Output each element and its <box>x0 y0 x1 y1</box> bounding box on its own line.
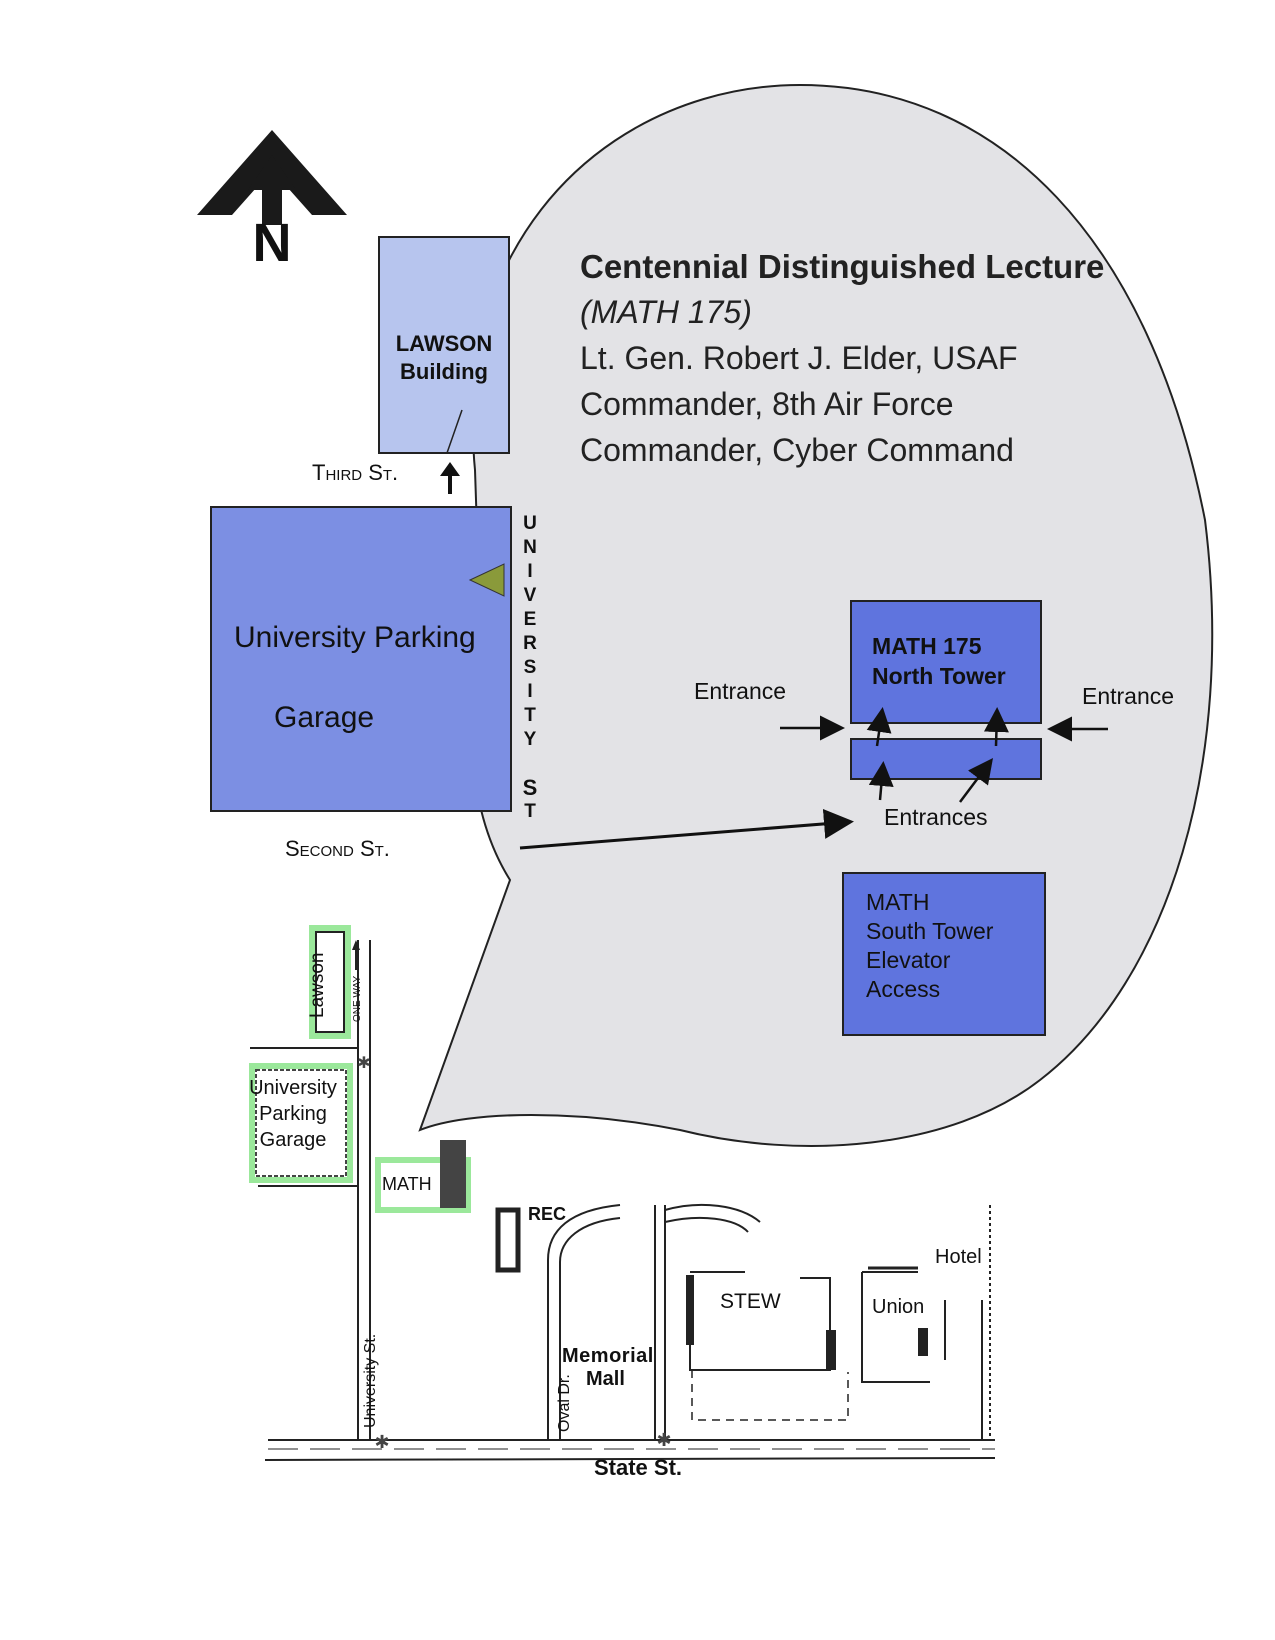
one-way-label: ONE WAY <box>352 975 363 1022</box>
lower-math-label: MATH <box>382 1174 432 1194</box>
lecture-line-3: Commander, Cyber Command <box>580 432 1014 468</box>
south-tower-label-3: Elevator <box>866 947 951 973</box>
math-175-north-tower: MATH 175 North Tower <box>850 600 1042 724</box>
south-tower-label-1: MATH <box>866 889 930 915</box>
garage-entrance-marker-icon <box>468 563 505 597</box>
entrance-right-label: Entrance <box>1082 683 1175 709</box>
lawson-building: LAWSON Building <box>378 236 510 454</box>
north-label: N <box>252 213 292 273</box>
hotel-label: Hotel <box>935 1246 982 1268</box>
svg-text:✱: ✱ <box>357 1055 370 1072</box>
stew-label: STEW <box>720 1290 781 1313</box>
garage-label-2: Garage <box>274 701 375 734</box>
memorial-mall-label-1: Memorial <box>562 1345 654 1367</box>
svg-text:✱: ✱ <box>374 1432 389 1452</box>
lecture-title: Centennial Distinguished Lecture <box>580 248 1105 285</box>
north-tower-label-2: North Tower <box>872 663 1006 689</box>
entrance-left-label: Entrance <box>694 678 787 704</box>
lecture-info: Centennial Distinguished Lecture (MATH 1… <box>580 245 1150 473</box>
state-st-label: State St. <box>594 1455 683 1480</box>
lawson-label-1: LAWSON <box>395 331 493 356</box>
lower-lawson-label: Lawson <box>307 952 328 1019</box>
lecture-line-1: Lt. Gen. Robert J. Elder, USAF <box>580 340 1018 376</box>
south-tower-label-2: South Tower <box>866 918 994 944</box>
lecture-line-2: Commander, 8th Air Force <box>580 386 954 422</box>
university-parking-garage: University Parking Garage <box>210 506 512 812</box>
union-label: Union <box>872 1296 925 1318</box>
entrances-label: Entrances <box>884 804 988 830</box>
lecture-course: (MATH 175) <box>580 294 752 330</box>
garage-label-1: University Parking <box>234 621 476 654</box>
lower-garage-label: University Parking Garage <box>249 1077 337 1151</box>
university-st-label: University St. <box>362 1333 379 1428</box>
north-arrow: N <box>192 125 352 275</box>
south-tower-label-4: Access <box>866 976 941 1002</box>
north-up-arrow-icon <box>440 462 460 494</box>
third-st-label: Third St. <box>312 460 399 485</box>
oval-dr-label: Oval Dr. <box>556 1374 573 1432</box>
north-arrow-icon <box>197 130 347 225</box>
university-st-vertical-label: U N I V E R S I T Y S T <box>522 513 538 822</box>
memorial-mall-label-2: Mall <box>586 1368 625 1390</box>
rec-label: REC <box>528 1204 567 1224</box>
second-st-label: Second St. <box>285 836 390 861</box>
north-tower-label-1: MATH 175 <box>872 633 982 659</box>
math-south-tower: MATH South Tower Elevator Access <box>842 872 1046 1036</box>
lawson-label-2: Building <box>400 359 488 384</box>
svg-text:✱: ✱ <box>656 1430 671 1450</box>
